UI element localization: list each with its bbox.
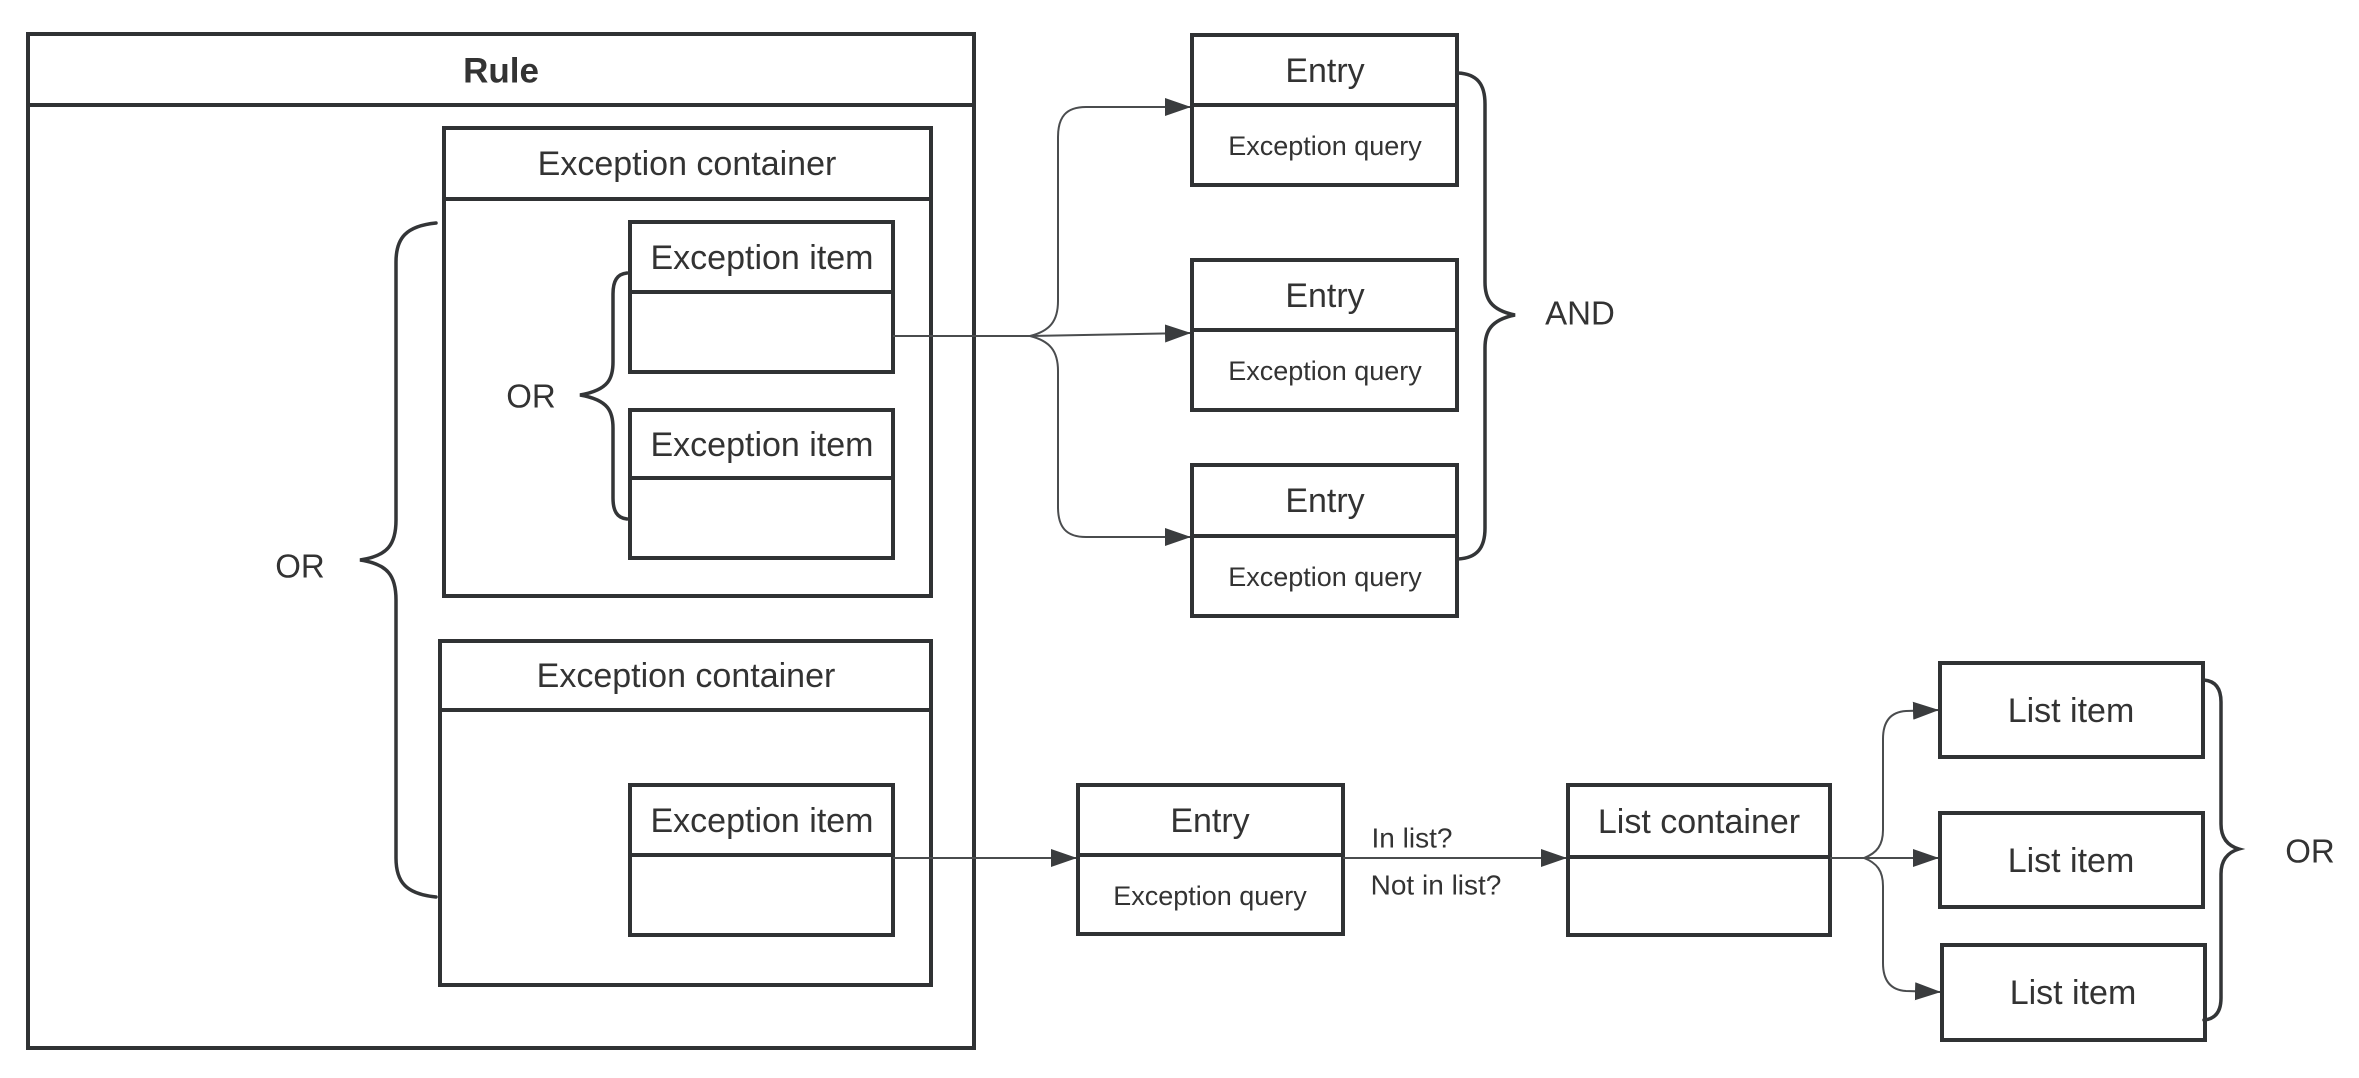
list-container-title: List container [1598, 803, 1800, 841]
list-item-3: List item [1940, 943, 2207, 1042]
exception-item-2-title: Exception item [651, 426, 874, 464]
list-item-2-outline [1938, 811, 2205, 909]
entry-2-query: Exception query [1228, 356, 1422, 386]
list-container-outline [1566, 783, 1832, 937]
entry-3-title: Entry [1285, 482, 1364, 520]
list-item-1-outline [1938, 661, 2205, 759]
entry-4-outline [1076, 783, 1345, 936]
list-or-label: OR [2285, 833, 2335, 870]
outer-or-brace [359, 221, 438, 899]
exception-item-2-outline [628, 408, 895, 560]
entry-1-outline [1190, 33, 1459, 187]
connector-branch-top [1029, 98, 1191, 337]
exception-item-1: Exception item [628, 220, 895, 374]
entry-2-outline [1190, 258, 1459, 412]
entry-3: Entry Exception query [1190, 463, 1459, 618]
list-item-2: List item [1938, 811, 2205, 909]
entry-3-query: Exception query [1228, 562, 1422, 592]
list-item-2-title: List item [2008, 842, 2135, 880]
exception-item-3: Exception item [628, 783, 895, 937]
exception-item-1-outline [628, 220, 895, 374]
inner-or-brace [579, 271, 629, 521]
entry-1-query: Exception query [1228, 131, 1422, 161]
list-or-brace [2202, 678, 2246, 1022]
list-branch-bottom [1863, 857, 1942, 1001]
entry-1: Entry Exception query [1190, 33, 1459, 187]
not-in-list-label: Not in list? [1371, 870, 1502, 901]
exception-item-1-title: Exception item [651, 239, 874, 277]
entry-4-query: Exception query [1113, 881, 1307, 911]
rule-title: Rule [463, 52, 539, 91]
entry-3-outline [1190, 463, 1459, 618]
exception-to-entries-connector [893, 98, 1192, 546]
inner-or-label: OR [506, 378, 556, 415]
exception-item-3-title: Exception item [651, 802, 874, 840]
in-list-label: In list? [1372, 823, 1453, 854]
connector-branch-middle [1029, 324, 1192, 343]
list-item-3-title: List item [2010, 974, 2137, 1012]
entry-2-title: Entry [1285, 277, 1364, 315]
entry-2: Entry Exception query [1190, 258, 1459, 412]
and-label: AND [1545, 295, 1615, 332]
exception-container-bottom-title: Exception container [537, 657, 836, 695]
entry-1-title: Entry [1285, 52, 1364, 90]
exception-item-2: Exception item [628, 408, 895, 560]
exception-container-top-title: Exception container [538, 145, 837, 183]
list-to-items-connector [1830, 701, 1942, 1001]
list-container: List container [1566, 783, 1832, 937]
connector-branch-bottom [1029, 335, 1191, 546]
list-item-1: List item [1938, 661, 2205, 759]
list-item-3-outline [1940, 943, 2207, 1042]
entry-4: Entry Exception query [1076, 783, 1345, 936]
list-branch-top [1863, 701, 1940, 859]
outer-or-label: OR [275, 548, 325, 585]
entry-4-title: Entry [1170, 802, 1249, 840]
exception-item-3-outline [628, 783, 895, 937]
and-brace [1456, 71, 1516, 561]
list-item-1-title: List item [2008, 692, 2135, 730]
